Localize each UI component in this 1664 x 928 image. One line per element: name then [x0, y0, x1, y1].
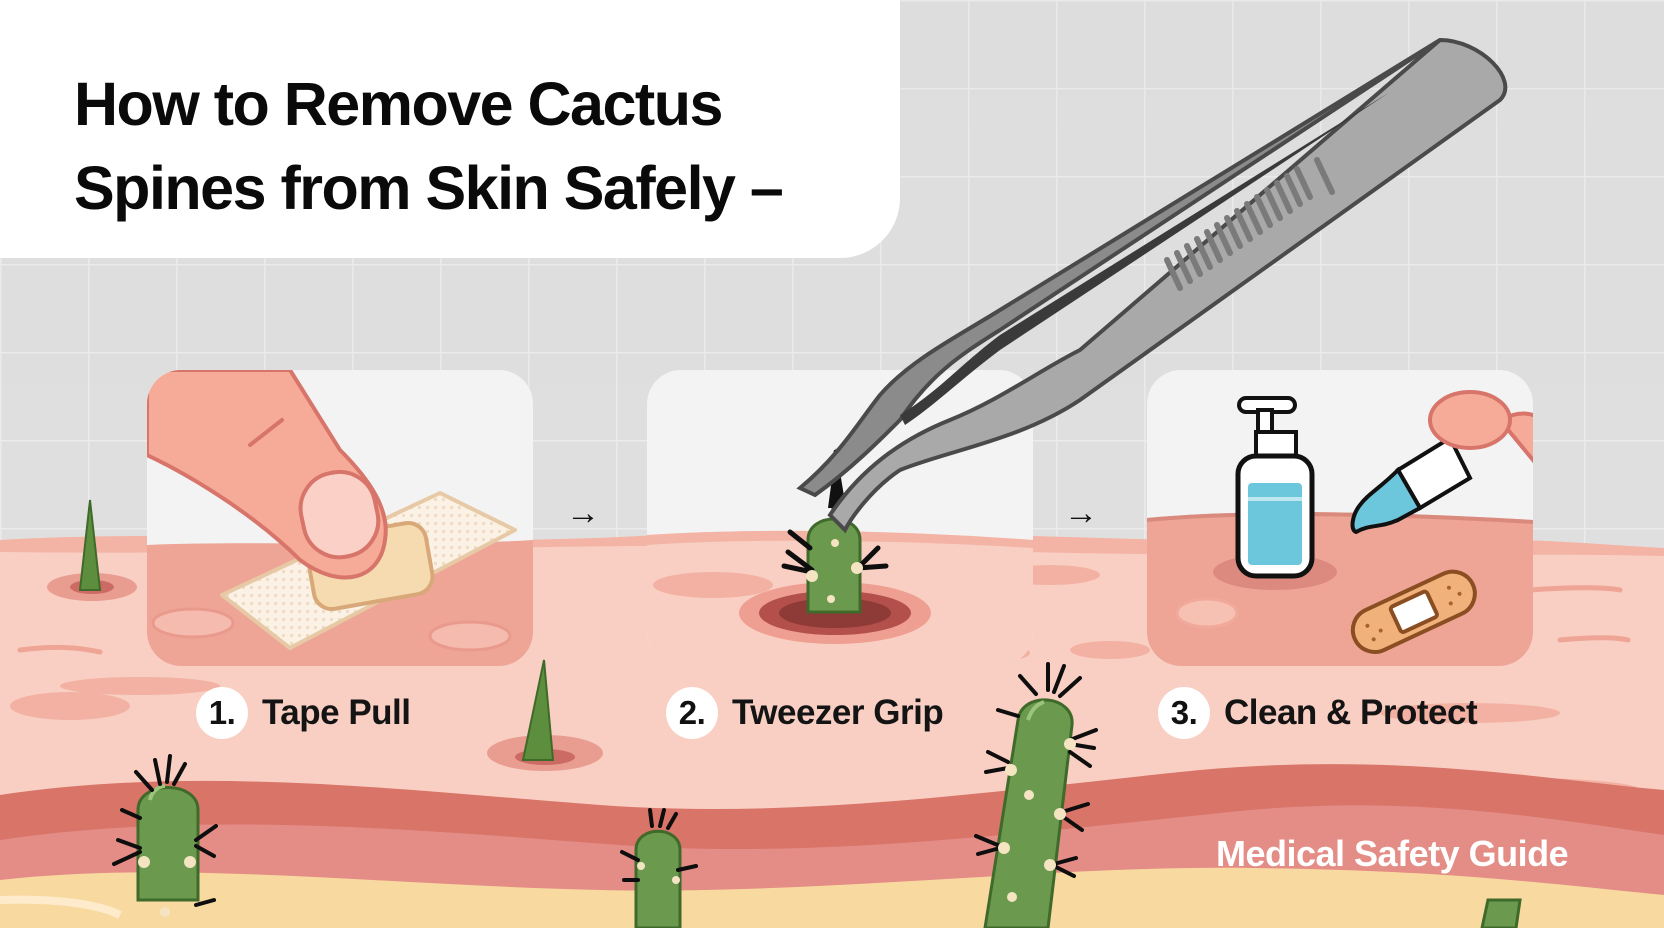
- cactus-bottom-right-edge: [1480, 898, 1522, 928]
- large-cactus-right: [974, 662, 1098, 928]
- title-card: How to Remove Cactus Spines from Skin Sa…: [0, 0, 900, 258]
- bottle-icon: [1235, 396, 1315, 579]
- page-title: How to Remove Cactus Spines from Skin Sa…: [74, 62, 784, 230]
- step-3-panel: [1147, 370, 1533, 666]
- step-title: Clean & Protect: [1224, 693, 1478, 732]
- step-3-label: 3. Clean & Protect: [1158, 687, 1478, 739]
- arrow-right-icon: →: [566, 494, 600, 532]
- step-1-panel: [147, 370, 533, 666]
- large-cactus-left: [112, 754, 218, 917]
- step-number-badge: 3.: [1158, 687, 1210, 739]
- footer-label: Medical Safety Guide: [1216, 833, 1569, 874]
- bandage-icon: [1350, 569, 1477, 654]
- tweezers-icon: [796, 37, 1508, 534]
- step-1-label: 1. Tape Pull: [196, 687, 411, 739]
- step-title: Tape Pull: [262, 693, 411, 732]
- finger-icon: [147, 370, 388, 580]
- step-number-badge: 1.: [196, 687, 248, 739]
- step-number-badge: 2.: [666, 687, 718, 739]
- arrow-right-icon: →: [1064, 494, 1098, 532]
- dropper-icon: [1350, 390, 1533, 535]
- step-title: Tweezer Grip: [732, 693, 944, 732]
- title-line-2: Spines from Skin Safely –: [74, 154, 784, 222]
- embedded-spines: [47, 499, 603, 771]
- small-cactus-bottom: [620, 808, 698, 928]
- step-2-label: 2. Tweezer Grip: [666, 687, 944, 739]
- title-line-1: How to Remove Cactus: [74, 70, 723, 138]
